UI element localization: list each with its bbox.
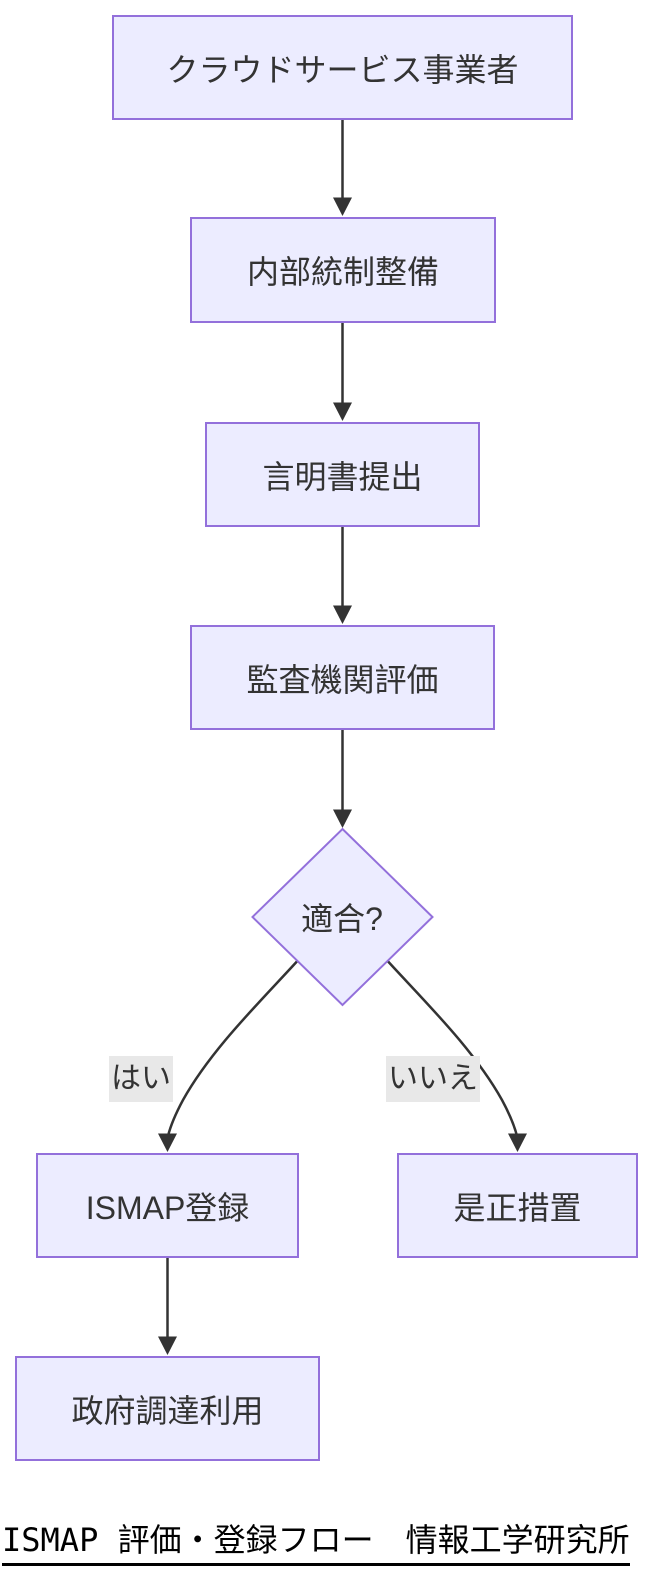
node-label: クラウドサービス事業者 bbox=[166, 51, 519, 88]
node-label: 政府調達利用 bbox=[71, 1392, 264, 1429]
arrowhead-icon bbox=[333, 197, 352, 216]
node-label: 言明書提出 bbox=[262, 458, 423, 495]
node-corrective-action: 是正措置 bbox=[397, 1153, 638, 1258]
arrowhead-icon bbox=[333, 402, 352, 421]
node-audit-evaluation: 監査機関評価 bbox=[190, 625, 495, 730]
edge-decision-no bbox=[383, 956, 519, 1137]
decision-conformity-label: 適合? bbox=[301, 901, 383, 937]
node-internal-control: 内部統制整備 bbox=[190, 217, 496, 323]
node-cloud-service-provider: クラウドサービス事業者 bbox=[112, 15, 573, 120]
arrowhead-icon bbox=[158, 1133, 177, 1152]
node-label: 是正措置 bbox=[453, 1189, 582, 1226]
node-label: 内部統制整備 bbox=[246, 254, 439, 290]
node-statement-submission: 言明書提出 bbox=[205, 422, 480, 527]
diagram-title: ISMAP 評価・登録フロー 情報工学研究所 bbox=[2, 1521, 630, 1567]
edge-label-no: いいえ bbox=[386, 1056, 480, 1102]
node-label: ISMAP登録 bbox=[85, 1189, 250, 1226]
node-ismap-registration: ISMAP登録 bbox=[36, 1153, 299, 1258]
node-label: 監査機関評価 bbox=[246, 661, 439, 698]
node-government-procurement: 政府調達利用 bbox=[15, 1356, 320, 1461]
arrowhead-icon bbox=[158, 1336, 177, 1355]
arrowhead-icon bbox=[333, 605, 352, 624]
decision-diamond-shape bbox=[251, 827, 434, 1007]
edge-label-yes: はい bbox=[109, 1056, 173, 1102]
arrowhead-icon bbox=[333, 809, 352, 828]
arrowhead-icon bbox=[508, 1133, 527, 1152]
edge-decision-yes bbox=[166, 956, 302, 1137]
